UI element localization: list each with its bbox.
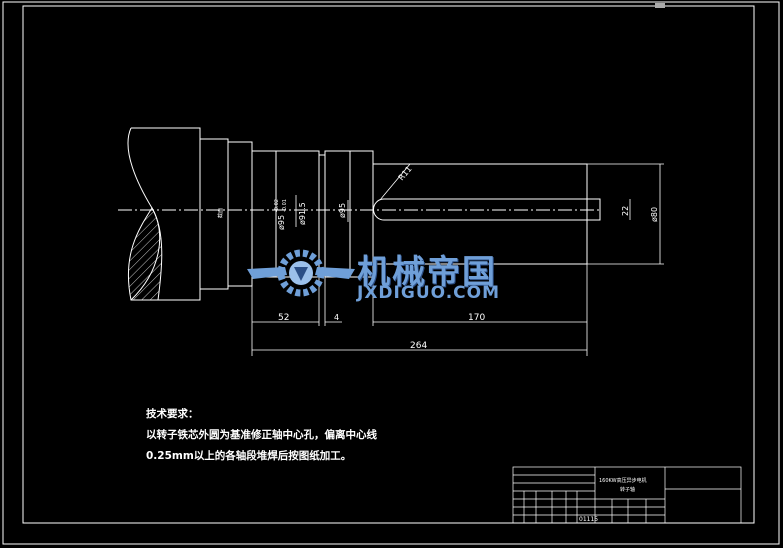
dim-22: 22 — [621, 206, 630, 216]
dim-dia80: ø80 — [650, 207, 659, 222]
part-name-line-1: 160KW高压异步电机 — [599, 478, 647, 484]
dim-4: 4 — [334, 313, 339, 322]
notes-line-1: 以转子铁芯外圆为基准修正轴中心孔，偏离中心线 — [146, 429, 377, 441]
dim-dia91-5: ø91.5 — [298, 202, 307, 225]
gear-wings-logo-icon — [247, 249, 355, 297]
part-name-line-2: 转子轴 — [620, 487, 636, 493]
inner-border — [22, 5, 755, 524]
watermark-chinese: 机械帝国 — [357, 252, 497, 291]
shaft-break-section — [127, 127, 201, 301]
side-label: 截面 — [217, 208, 224, 218]
dim-264: 264 — [410, 341, 427, 351]
dimension-lines — [251, 163, 664, 356]
dim-tol-upper: -0.02 — [274, 199, 280, 212]
notes-title: 技术要求： — [146, 408, 199, 420]
watermark: 机械帝国 JXDIGUO.COM — [245, 243, 545, 307]
title-block — [512, 466, 742, 524]
technical-requirements: 技术要求： 以转子铁芯外圆为基准修正轴中心孔，偏离中心线 0.25mm以上的各轴… — [146, 404, 377, 467]
drawing-code: 01115 — [579, 516, 599, 523]
dim-170: 170 — [468, 313, 485, 323]
dim-52: 52 — [278, 313, 289, 323]
dim-dia95: ø95 — [277, 215, 286, 230]
notes-line-2: 0.25mm以上的各轴段堆焊后按图纸加工。 — [146, 450, 352, 462]
dim-r11: R11 — [397, 164, 414, 182]
dim-tol-lower: -0.01 — [282, 199, 288, 212]
dim-dia95b: ø95 — [338, 203, 347, 218]
scroll-handle-top[interactable] — [655, 3, 665, 8]
watermark-domain: JXDIGUO.COM — [357, 283, 501, 303]
